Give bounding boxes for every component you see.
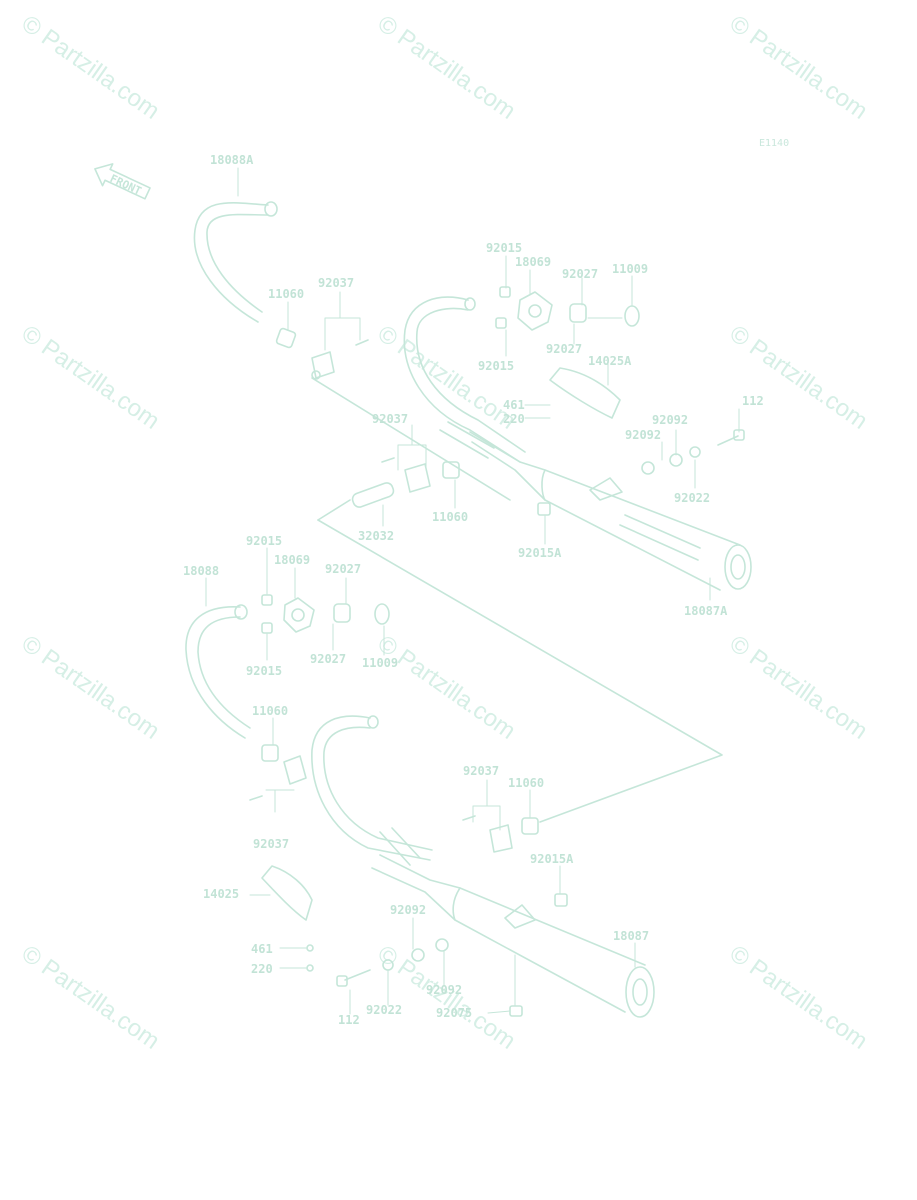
collar-92027 — [569, 303, 587, 323]
part-label[interactable]: 92027 — [546, 342, 583, 356]
part-label[interactable]: 461 — [251, 942, 273, 956]
part-label[interactable]: 92015A — [518, 546, 562, 560]
gasket-11060 — [442, 461, 460, 479]
part-label[interactable]: 11060 — [508, 776, 545, 790]
part-label[interactable]: 92022 — [674, 491, 711, 505]
washer-92092 — [411, 948, 425, 962]
part-label[interactable]: 11060 — [268, 287, 305, 301]
flange-18069 — [283, 597, 315, 633]
header-pipe-upper — [403, 296, 526, 463]
nut-92015A — [554, 893, 568, 907]
part-label[interactable]: 14025A — [588, 354, 632, 368]
collar-92027 — [333, 603, 351, 623]
part-label[interactable]: 92075 — [436, 1006, 473, 1020]
bolt-220 — [306, 964, 314, 972]
bolt-112 — [336, 969, 371, 987]
part-label[interactable]: 92015 — [478, 359, 515, 373]
clamp-92037 — [311, 339, 369, 380]
header-pipe-18088 — [185, 604, 251, 739]
part-label[interactable]: 92015A — [530, 852, 574, 866]
washer-92022 — [382, 959, 394, 971]
part-label[interactable]: 461 — [503, 398, 525, 412]
part-label[interactable]: 14025 — [203, 887, 240, 901]
washer-92092 — [435, 938, 449, 952]
gasket-11009 — [374, 603, 390, 625]
collar-32032 — [351, 482, 395, 508]
part-label[interactable]: 92027 — [310, 652, 347, 666]
part-label[interactable]: 11009 — [362, 656, 399, 670]
gasket-11060 — [261, 744, 279, 762]
part-label[interactable]: 18069 — [515, 255, 552, 269]
part-label[interactable]: 92092 — [625, 428, 662, 442]
part-label[interactable]: 18088 — [183, 564, 220, 578]
washer-92092 — [641, 461, 655, 475]
clamp-92037 — [462, 815, 513, 853]
gasket-11009 — [624, 305, 640, 327]
part-label[interactable]: 92015 — [486, 241, 523, 255]
header-pipe-18088A — [193, 201, 278, 323]
diagram-code: E1140 — [759, 138, 790, 149]
flange-18069 — [517, 291, 553, 331]
part-label[interactable]: 32032 — [358, 529, 395, 543]
part-label[interactable]: 92015 — [246, 534, 283, 548]
part-label[interactable]: 220 — [251, 962, 273, 976]
part-label[interactable]: 11060 — [252, 704, 289, 718]
part-label[interactable]: 11009 — [612, 262, 649, 276]
washer-461 — [306, 944, 314, 952]
muffler-18087A — [469, 431, 752, 591]
part-label[interactable]: 92027 — [325, 562, 362, 576]
part-label[interactable]: 92027 — [562, 267, 599, 281]
part-label[interactable]: 18088A — [210, 153, 254, 167]
washer-92022 — [689, 446, 701, 458]
leader-line — [317, 499, 351, 521]
front-arrow-icon: FRONT — [94, 163, 151, 200]
part-label[interactable]: 92092 — [426, 983, 463, 997]
header-pipe-lower — [311, 715, 433, 866]
part-label[interactable]: 112 — [338, 1013, 360, 1027]
nut-92015 — [495, 317, 507, 329]
part-label[interactable]: 92022 — [366, 1003, 403, 1017]
part-label[interactable]: 92092 — [390, 903, 427, 917]
part-label[interactable]: 92037 — [318, 276, 355, 290]
washer-92092 — [669, 453, 683, 467]
part-label[interactable]: 92037 — [463, 764, 500, 778]
clamp-92037 — [249, 755, 307, 801]
gasket-11060 — [275, 327, 297, 349]
part-label[interactable]: 92037 — [253, 837, 290, 851]
nut-92015 — [261, 594, 273, 606]
heat-guard-14025A — [549, 367, 621, 419]
part-label[interactable]: 92037 — [372, 412, 409, 426]
clamp-92037 — [381, 457, 431, 493]
muffler-18087 — [371, 854, 655, 1018]
part-label[interactable]: 112 — [742, 394, 764, 408]
assembly-link-line — [317, 519, 723, 823]
nut-92075 — [509, 1005, 523, 1017]
part-label[interactable]: 220 — [503, 412, 525, 426]
leader-lines — [237, 167, 740, 601]
part-label[interactable]: 92015 — [246, 664, 283, 678]
heat-guard-14025 — [261, 865, 313, 921]
nut-92015 — [499, 286, 511, 298]
assembly-link-line — [311, 377, 511, 501]
gasket-11060 — [521, 817, 539, 835]
part-label[interactable]: 18087A — [684, 604, 728, 618]
leader-lines — [205, 547, 636, 1015]
part-label[interactable]: 11060 — [432, 510, 469, 524]
nut-92015 — [261, 622, 273, 634]
part-label[interactable]: 92092 — [652, 413, 689, 427]
part-label[interactable]: 18069 — [274, 553, 311, 567]
nut-92015A — [537, 502, 551, 516]
bolt-112 — [717, 429, 745, 446]
part-label[interactable]: 18087 — [613, 929, 650, 943]
